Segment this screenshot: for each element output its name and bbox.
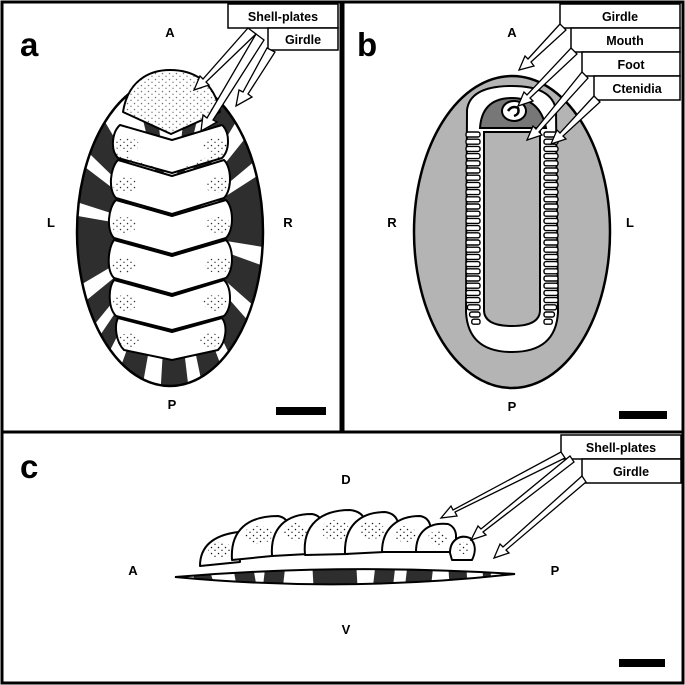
ctenidium-lamella <box>544 233 558 238</box>
panel-c-callouts: Shell-plates Girdle <box>441 435 681 558</box>
panel-a-letter: a <box>20 26 39 63</box>
panel-a-callouts: Shell-plates Girdle <box>194 4 338 131</box>
ctenidium-lamella <box>544 269 558 274</box>
ctenidium-lamella <box>466 218 480 223</box>
panel-c-girdle <box>175 560 515 595</box>
ctenidium-lamella <box>544 247 558 252</box>
ctenidium-lamella <box>466 204 480 209</box>
panel-b-letter: b <box>357 26 377 63</box>
ctenidium-lamella <box>466 190 480 195</box>
panel-b-orient-top: A <box>507 25 517 40</box>
ctenidium-lamella <box>544 305 557 310</box>
ctenidium-lamella <box>466 175 480 180</box>
panel-c-shell-plates <box>200 510 475 566</box>
ctenidium-lamella <box>466 254 480 259</box>
panel-c-orient-bottom: V <box>342 622 351 637</box>
ctenidium-lamella <box>466 233 480 238</box>
panel-b-orient-left: R <box>387 215 397 230</box>
panel-a-orient-bottom: P <box>168 397 177 412</box>
ctenidium-lamella <box>466 154 480 159</box>
panel-a: a A P L R <box>20 4 338 415</box>
panel-c-orient-right: P <box>551 563 560 578</box>
ctenidium-lamella <box>544 182 558 187</box>
ctenidium-lamella <box>544 283 558 288</box>
ctenidium-lamella <box>466 269 480 274</box>
ctenidium-lamella <box>544 197 558 202</box>
ctenidium-lamella <box>466 139 480 144</box>
ctenidium-lamella <box>466 197 480 202</box>
ctenidium-lamella <box>466 168 480 173</box>
ctenidium-lamella <box>544 298 558 303</box>
ctenidium-lamella <box>466 211 480 216</box>
panel-c-frame <box>2 432 683 683</box>
panel-b-callout-girdle: Girdle <box>602 10 638 24</box>
ctenidium-lamella <box>467 305 480 310</box>
ctenidium-lamella <box>544 146 558 151</box>
ctenidium-lamella <box>544 204 558 209</box>
panel-b-callout-ctenidia: Ctenidia <box>612 82 662 96</box>
ctenidium-lamella <box>544 312 554 317</box>
ctenidium-lamella <box>544 190 558 195</box>
panel-b-foot <box>484 132 540 326</box>
ctenidium-lamella <box>466 283 480 288</box>
ctenidium-lamella <box>472 319 480 324</box>
panel-c-scale-bar <box>619 659 665 667</box>
ctenidium-lamella <box>544 211 558 216</box>
panel-a-scale-bar <box>276 407 326 415</box>
ctenidium-lamella <box>466 247 480 252</box>
ctenidium-lamella <box>544 276 558 281</box>
panel-c-callout-girdle: Girdle <box>613 465 649 479</box>
ctenidium-lamella <box>466 276 480 281</box>
ctenidium-lamella <box>544 254 558 259</box>
ctenidium-lamella <box>466 146 480 151</box>
panel-b-callout-foot: Foot <box>617 58 645 72</box>
panel-b-callouts: Girdle Mouth Foot Ctenidia <box>518 4 680 144</box>
panel-b-orient-right: L <box>626 215 634 230</box>
panel-a-orient-right: R <box>283 215 293 230</box>
panel-b-orient-bottom: P <box>508 399 517 414</box>
ctenidium-lamella <box>466 240 480 245</box>
panel-c-callout-shell-plates: Shell-plates <box>586 441 656 455</box>
ctenidium-lamella <box>466 182 480 187</box>
panel-b-scale-bar <box>619 411 667 419</box>
panel-a-orient-top: A <box>165 25 175 40</box>
panel-b: b A P R L Girdle Mouth Foot Ctenidia <box>357 4 680 419</box>
panel-c: c D V A P <box>20 435 681 667</box>
panel-a-callout-girdle: Girdle <box>285 33 321 47</box>
ctenidium-lamella <box>544 240 558 245</box>
ctenidium-lamella <box>544 226 558 231</box>
ctenidium-lamella <box>544 168 558 173</box>
ctenidium-lamella <box>544 154 558 159</box>
ctenidium-lamella <box>544 319 552 324</box>
ctenidium-lamella <box>466 262 480 267</box>
ctenidium-lamella <box>466 132 480 137</box>
ctenidium-lamella <box>544 290 558 295</box>
arrow-a-girdle <box>236 48 275 106</box>
ctenidium-lamella <box>466 161 480 166</box>
panel-a-orient-left: L <box>47 215 55 230</box>
ctenidium-lamella <box>466 290 480 295</box>
ctenidium-lamella <box>544 161 558 166</box>
panel-a-callout-shell-plates: Shell-plates <box>248 10 318 24</box>
ctenidium-lamella <box>466 298 480 303</box>
panel-b-callout-mouth: Mouth <box>606 34 643 48</box>
ctenidium-lamella <box>544 218 558 223</box>
panel-c-letter: c <box>20 448 38 485</box>
panel-c-orient-top: D <box>341 472 350 487</box>
ctenidium-lamella <box>466 226 480 231</box>
panel-c-orient-left: A <box>128 563 138 578</box>
ctenidium-lamella <box>544 175 558 180</box>
ctenidium-lamella <box>470 312 480 317</box>
ctenidium-lamella <box>544 262 558 267</box>
